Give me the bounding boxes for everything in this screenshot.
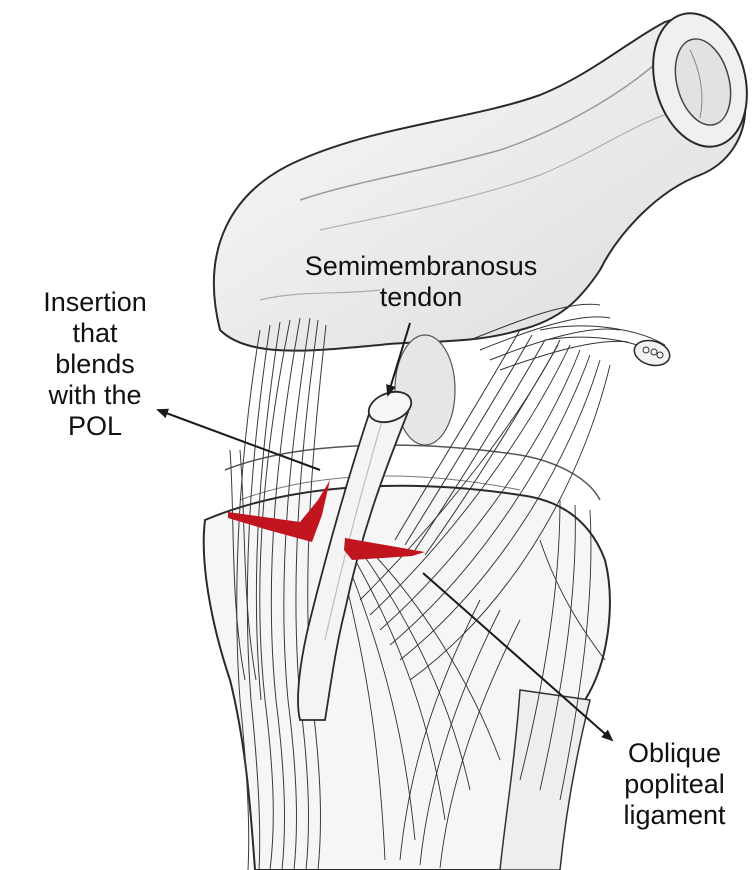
oblique-label-line-2: popliteal <box>596 769 753 800</box>
oblique-label-line-1: Oblique <box>596 738 753 769</box>
oblique-label-line-3: ligament <box>596 800 753 831</box>
semimembranosus-label: Semimembranosus tendon <box>262 251 580 313</box>
insertion-label-line-1: Insertion <box>6 287 184 318</box>
oblique-popliteal-label: Oblique popliteal ligament <box>596 738 753 831</box>
insertion-label-line-3: blends <box>6 349 184 380</box>
insertion-label-line-4: with the <box>6 380 184 411</box>
fibular-tendon-cut-end <box>632 337 673 369</box>
insertion-label-line-5: POL <box>6 411 184 442</box>
semimembranosus-label-line-1: Semimembranosus <box>262 251 580 282</box>
joint-capsule <box>225 335 600 500</box>
semimembranosus-label-line-2: tendon <box>262 282 580 313</box>
insertion-label: Insertion that blends with the POL <box>6 287 184 442</box>
insertion-label-line-2: that <box>6 318 184 349</box>
